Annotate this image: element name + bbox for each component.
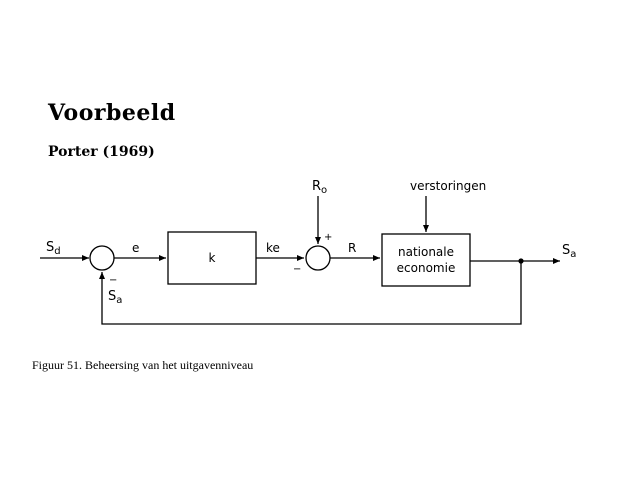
page-subtitle: Porter (1969) xyxy=(48,144,155,160)
plant-label-line2: economie xyxy=(397,261,456,275)
summing-junction-1 xyxy=(89,245,115,271)
output-label: Sa xyxy=(562,243,576,260)
input-label: Sd xyxy=(46,240,61,257)
sign-minus-1: − xyxy=(109,275,117,286)
gain-output-label: ke xyxy=(266,241,280,255)
sign-plus: + xyxy=(324,232,332,243)
sign-minus-2: − xyxy=(293,264,301,275)
reference-label: Ro xyxy=(312,179,327,196)
plant-block xyxy=(381,233,471,287)
disturbance-label: verstoringen xyxy=(410,179,486,193)
error-label: e xyxy=(132,241,139,255)
page-title: Voorbeeld xyxy=(48,100,176,126)
controller-output-label: R xyxy=(348,241,356,255)
gain-block-label: k xyxy=(209,251,216,265)
summing-junction-2 xyxy=(305,245,331,271)
feedback-line xyxy=(99,261,522,325)
plant-label-line1: nationale xyxy=(398,245,454,259)
feedback-label: Sa xyxy=(108,289,122,306)
figure-caption: Figuur 51. Beheersing van het uitgavenni… xyxy=(32,358,254,372)
